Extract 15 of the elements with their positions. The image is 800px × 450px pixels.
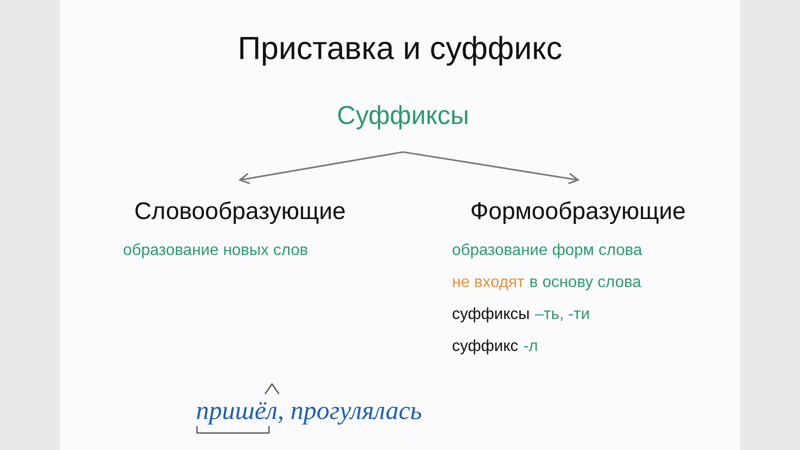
note-text: –ть, -ти <box>534 305 590 325</box>
note-text: суффиксы <box>452 305 530 325</box>
handwritten-example: пришёл, прогулялась <box>196 396 422 425</box>
note-text: не входят <box>452 273 524 293</box>
arrow <box>402 151 579 184</box>
note-text: образование новых слов <box>123 241 308 261</box>
title: Приставка и суффикс <box>236 29 564 68</box>
category-heading: Суффиксы <box>336 102 470 128</box>
note-text: в основу слова <box>529 273 642 293</box>
note-text: образование форм слова <box>452 241 642 261</box>
arrow <box>239 151 404 184</box>
category-heading: Формообразующие <box>470 200 686 224</box>
category-heading: Словообразующие <box>134 200 346 224</box>
note-text: суффикс <box>452 337 518 357</box>
note-text: -л <box>523 337 538 357</box>
